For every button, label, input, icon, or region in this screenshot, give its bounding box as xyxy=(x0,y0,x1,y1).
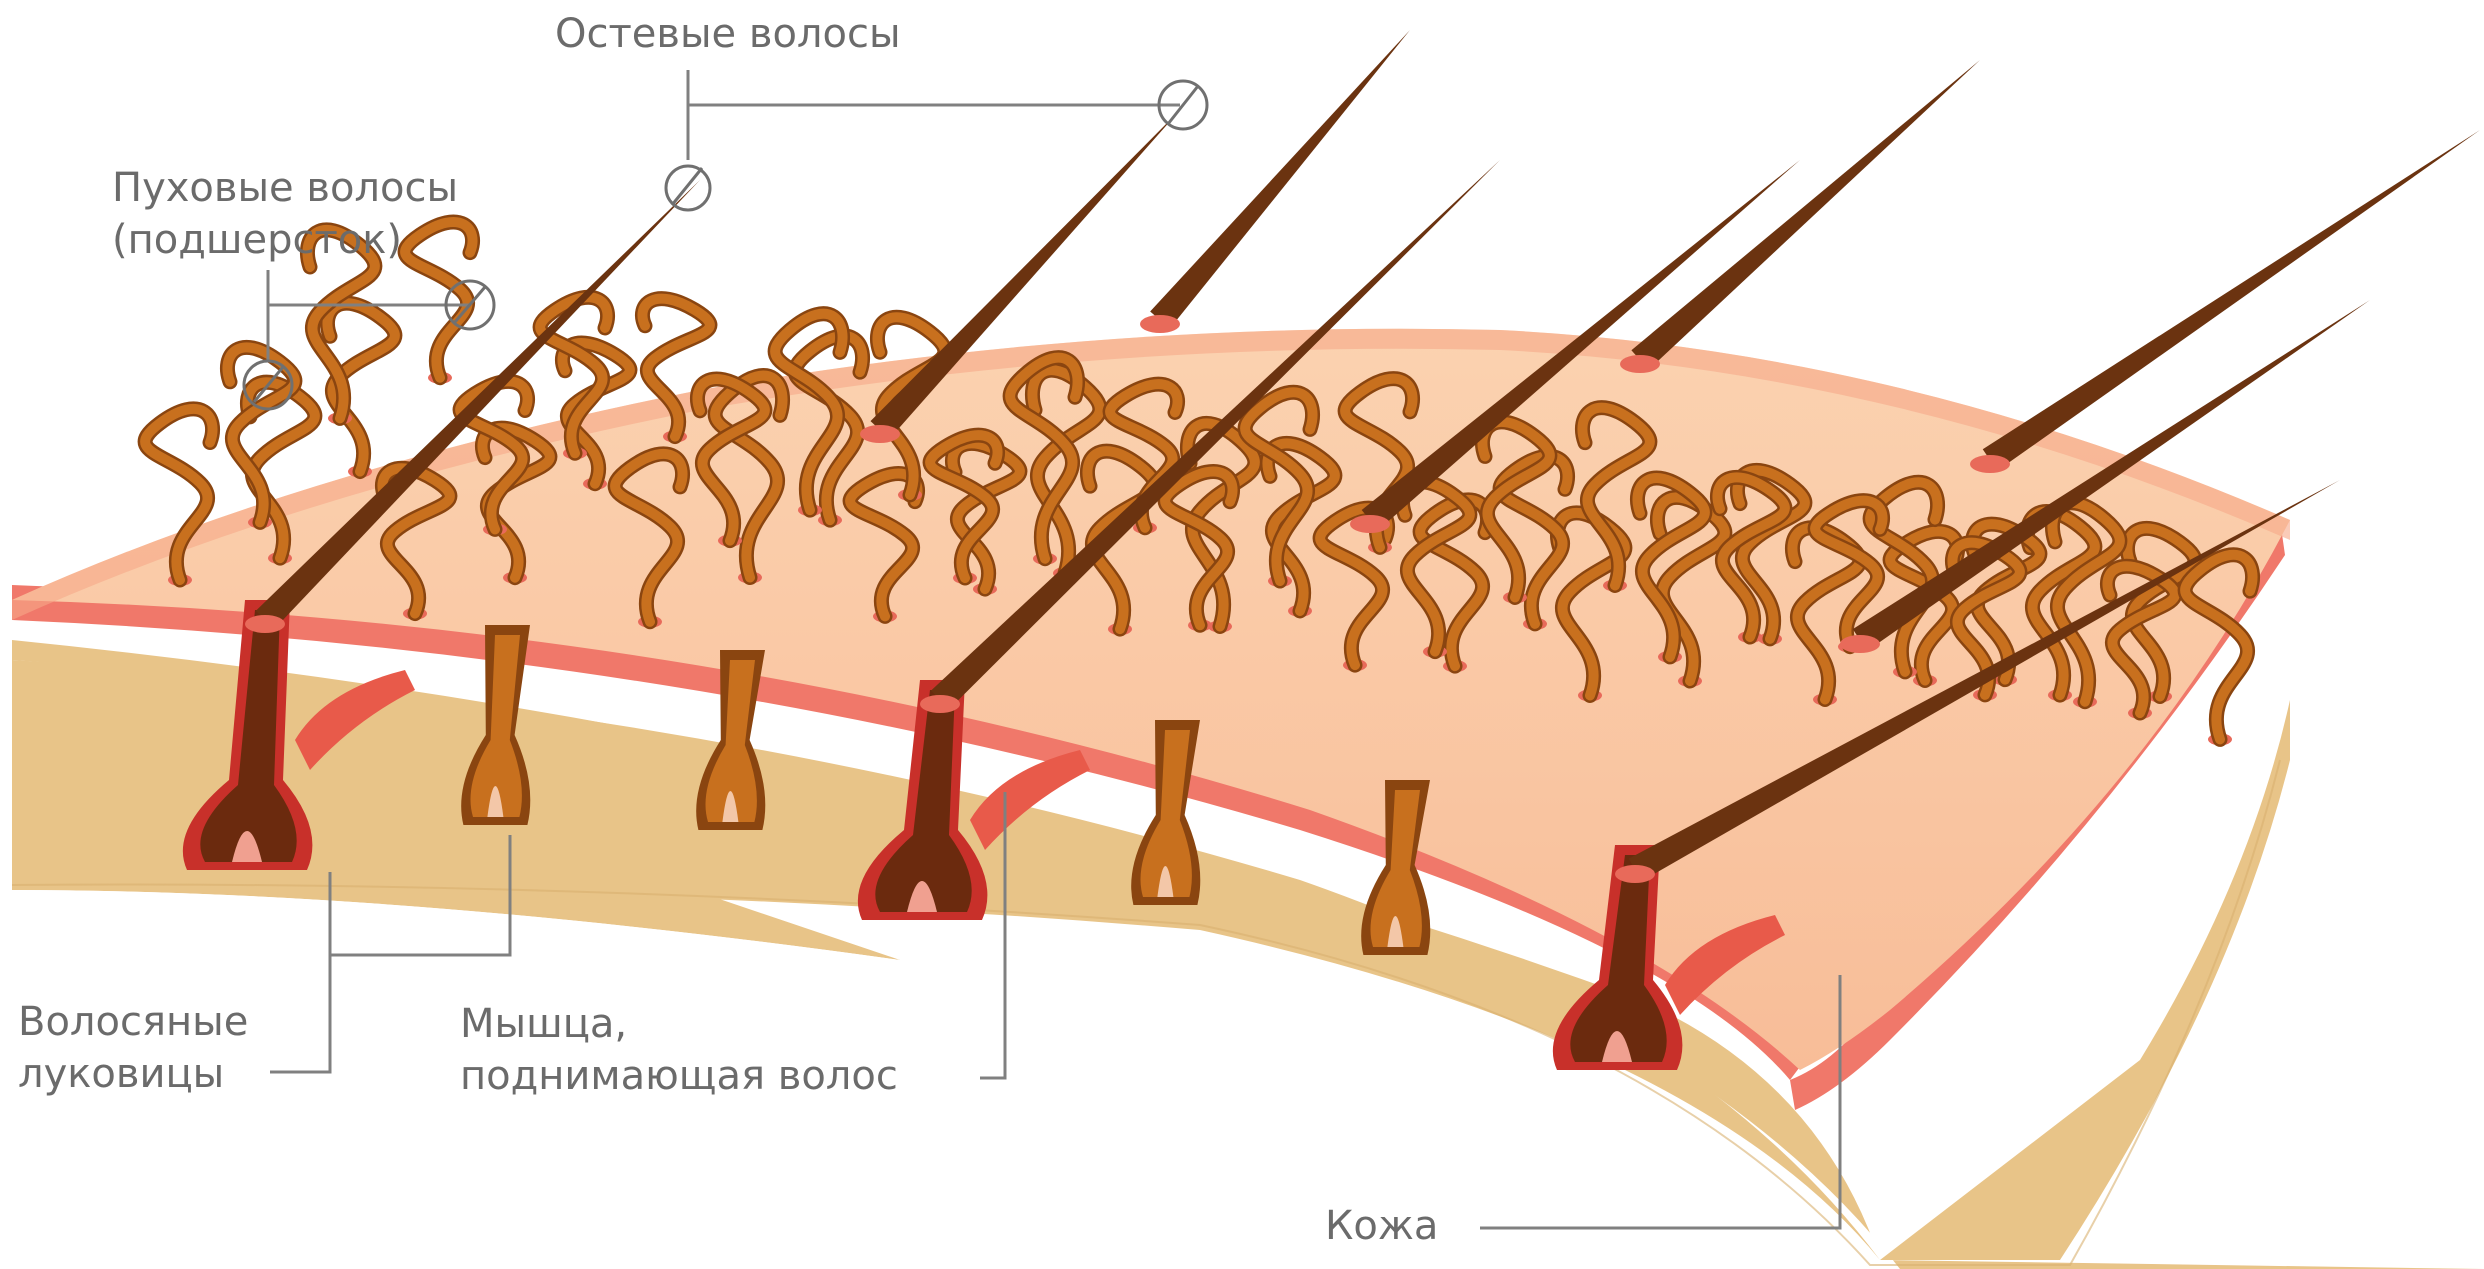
arrector-muscle-label-line1: Мышца, xyxy=(460,998,898,1050)
guard-hair-label: Остевые волосы xyxy=(555,8,901,60)
hair-bulbs-label-line1: Волосяные xyxy=(18,996,248,1048)
guard-hair xyxy=(1983,130,2480,471)
guard-hair-pore xyxy=(860,425,900,443)
guard-hair-pore xyxy=(1970,455,2010,473)
guard-hair-pore xyxy=(1615,865,1655,883)
guard-hair-pore xyxy=(245,615,285,633)
guard-hair-pore xyxy=(920,695,960,713)
arrector-muscle-label: Мышца, поднимающая волос xyxy=(460,998,898,1102)
hair-bulbs-label: Волосяные луковицы xyxy=(18,996,248,1100)
down-hair-label-line2: (подшерсток) xyxy=(112,214,458,266)
down-hair-label: Пуховые волосы (подшерсток) xyxy=(112,162,458,266)
arrector-muscle-label-line2: поднимающая волос xyxy=(460,1050,898,1102)
guard-hair-pore xyxy=(1840,635,1880,653)
down-hair-label-line1: Пуховые волосы xyxy=(112,162,458,214)
hair-bulbs-label-line2: луковицы xyxy=(18,1048,248,1100)
guard-hair xyxy=(1631,60,1980,370)
guard-hair-pore xyxy=(1350,515,1390,533)
guard-hair-pore xyxy=(1140,315,1180,333)
skin-label: Кожа xyxy=(1325,1200,1438,1252)
guard-hair-pore xyxy=(1620,355,1660,373)
